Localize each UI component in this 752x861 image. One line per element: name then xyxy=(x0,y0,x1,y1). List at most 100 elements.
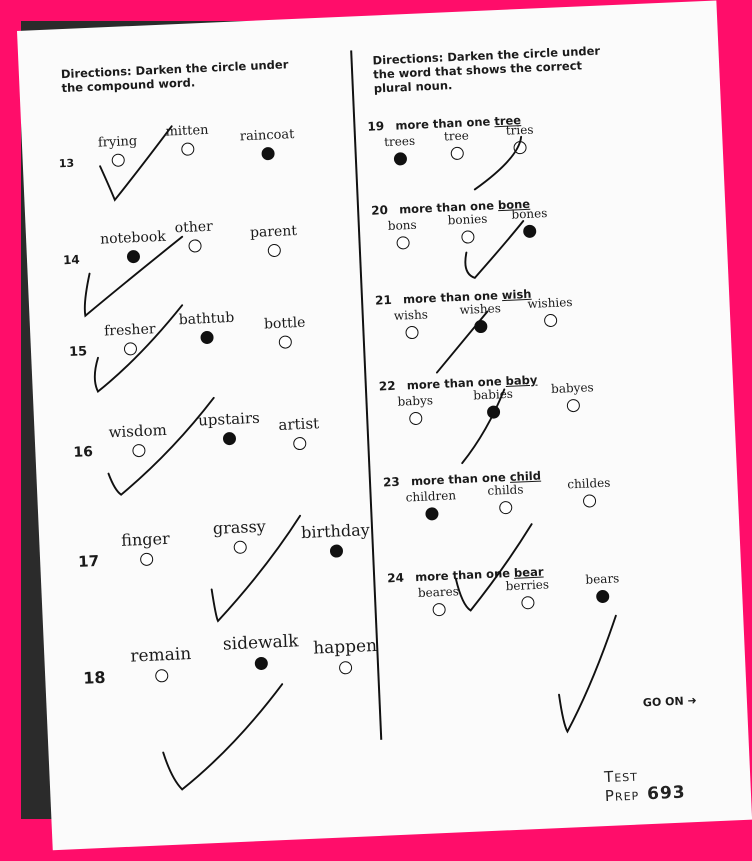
answer-bubble[interactable] xyxy=(513,140,528,155)
answer-bubble[interactable] xyxy=(409,411,423,426)
option-label: tries xyxy=(505,122,534,138)
option-20-0: bons xyxy=(388,218,418,250)
answer-bubble[interactable] xyxy=(233,540,247,555)
answer-bubble[interactable] xyxy=(187,239,202,253)
option-18-2: happen xyxy=(313,636,378,676)
option-label: wishs xyxy=(393,307,429,323)
option-label: raincoat xyxy=(239,127,295,145)
option-19-1: tree xyxy=(443,128,470,161)
option-23-0: children xyxy=(405,488,457,521)
question-number-22: 22 xyxy=(378,378,396,394)
option-label: notebook xyxy=(99,228,167,248)
option-label: bears xyxy=(585,571,620,587)
option-16-1: upstairs xyxy=(198,409,261,447)
question-number-16: 16 xyxy=(73,444,94,461)
stem-text: more than one xyxy=(414,565,515,585)
answer-bubble[interactable] xyxy=(278,335,293,349)
answer-bubble[interactable] xyxy=(292,436,307,451)
option-14-2: parent xyxy=(250,223,298,258)
option-24-1: berries xyxy=(505,577,550,610)
answer-bubble[interactable] xyxy=(432,602,446,617)
answer-bubble[interactable] xyxy=(450,146,464,161)
option-15-1: bathtub xyxy=(178,310,235,345)
option-label: artist xyxy=(278,414,320,434)
filled-answer-bubble[interactable] xyxy=(424,507,439,521)
option-18-0: remain xyxy=(130,644,192,684)
option-19-0: trees xyxy=(384,134,416,166)
question-number-19: 19 xyxy=(367,119,385,134)
answer-bubble[interactable] xyxy=(139,552,154,567)
answer-bubble[interactable] xyxy=(123,342,138,356)
filled-answer-bubble[interactable] xyxy=(254,656,269,671)
option-14-1: other xyxy=(174,219,213,254)
option-22-2: babyes xyxy=(551,380,595,413)
option-label: trees xyxy=(383,133,416,150)
option-label: grassy xyxy=(212,516,267,538)
filled-answer-bubble[interactable] xyxy=(127,249,141,264)
answer-bubble[interactable] xyxy=(131,443,146,458)
filled-answer-bubble[interactable] xyxy=(329,544,344,558)
filled-answer-bubble[interactable] xyxy=(474,319,488,334)
answer-bubble[interactable] xyxy=(181,142,195,156)
filled-answer-bubble[interactable] xyxy=(393,152,408,166)
option-label: berries xyxy=(505,577,550,594)
option-label: parent xyxy=(249,222,298,242)
question-number-20: 20 xyxy=(370,203,389,218)
option-22-0: babys xyxy=(397,393,434,426)
option-label: remain xyxy=(129,644,192,667)
option-label: fresher xyxy=(103,321,156,340)
answer-bubble[interactable] xyxy=(582,494,597,508)
option-label: mitten xyxy=(165,122,209,140)
answer-bubble[interactable] xyxy=(404,325,419,340)
option-label: bons xyxy=(387,217,417,234)
answer-bubble[interactable] xyxy=(566,398,580,413)
option-label: bottle xyxy=(263,314,306,333)
option-label: children xyxy=(405,488,457,505)
photo-frame: Directions: Darken the circle under the … xyxy=(17,0,752,851)
option-label: babyes xyxy=(550,380,594,397)
question-number-23: 23 xyxy=(382,474,401,490)
arrow-right-icon: ➜ xyxy=(687,693,697,708)
option-label: happen xyxy=(312,635,378,659)
option-label: beares xyxy=(417,584,460,601)
answer-bubble[interactable] xyxy=(521,595,535,610)
option-17-0: finger xyxy=(121,529,171,567)
option-24-2: bears xyxy=(585,571,620,604)
option-19-2: tries xyxy=(506,123,535,155)
option-label: wishies xyxy=(527,295,573,311)
option-16-2: artist xyxy=(278,414,320,451)
answer-bubble[interactable] xyxy=(499,500,514,515)
answer-bubble[interactable] xyxy=(339,660,353,675)
filled-answer-bubble[interactable] xyxy=(261,146,275,161)
question-number-18: 18 xyxy=(82,667,106,688)
footer-label: Test Prep xyxy=(603,766,640,806)
answer-bubble[interactable] xyxy=(267,243,282,258)
option-21-1: wishes xyxy=(459,301,502,334)
question-number-13: 13 xyxy=(58,156,75,171)
option-13-1: mitten xyxy=(165,123,209,157)
option-label: tree xyxy=(443,128,470,144)
option-label: childes xyxy=(566,475,611,492)
filled-answer-bubble[interactable] xyxy=(596,589,610,604)
option-13-0: frying xyxy=(98,134,139,168)
filled-answer-bubble[interactable] xyxy=(487,405,501,419)
answer-bubble[interactable] xyxy=(111,153,126,167)
go-on-text: GO ON xyxy=(642,694,684,710)
go-on-label: GO ON ➜ xyxy=(643,694,697,709)
filled-answer-bubble[interactable] xyxy=(523,224,537,239)
option-17-1: grassy xyxy=(212,517,266,555)
option-17-2: birthday xyxy=(301,520,371,559)
left-directions: Directions: Darken the circle under the … xyxy=(60,57,289,96)
answer-bubble[interactable] xyxy=(461,230,476,244)
answer-bubble[interactable] xyxy=(543,313,558,328)
question-number-14: 14 xyxy=(62,252,81,268)
filled-answer-bubble[interactable] xyxy=(223,431,237,446)
filled-answer-bubble[interactable] xyxy=(200,330,215,345)
option-label: sidewalk xyxy=(222,631,299,655)
option-label: finger xyxy=(120,528,171,550)
answer-bubble[interactable] xyxy=(396,236,410,250)
answer-bubble[interactable] xyxy=(154,669,169,683)
option-label: childs xyxy=(487,482,524,498)
option-label: bonies xyxy=(447,211,488,228)
